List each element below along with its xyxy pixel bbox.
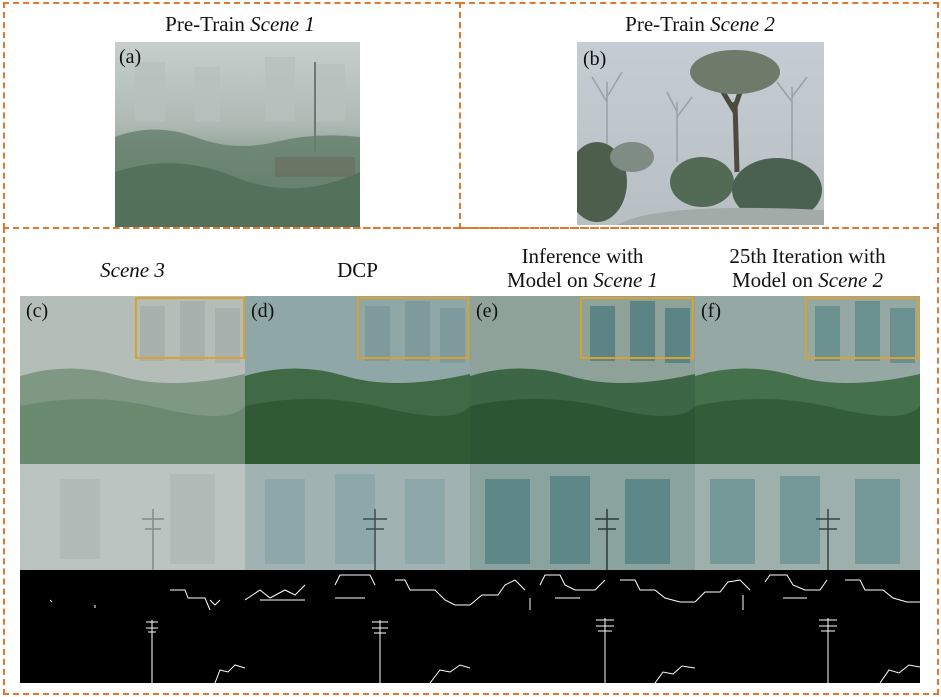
crop-scene3-iteration [695,464,920,570]
title-scene2: Pre-Train Scene 2 [625,12,775,36]
edges-scene3-dcp [245,570,470,683]
tag-e: (e) [476,300,499,322]
crop-scene3-dcp [245,464,470,570]
edges-scene3-iteration [695,570,920,683]
roi-box-d [357,297,469,359]
tag-a: (a) [119,46,142,68]
tag-c: (c) [26,300,49,322]
frame-results [3,227,939,695]
tag-f: (f) [701,300,721,322]
image-scene1: (a) [115,42,360,227]
image-scene2: (b) [577,42,824,225]
image-scene3-iteration: (f) [695,296,920,464]
edges-scene3-inference [470,570,695,683]
image-scene3-hazy: (c) [20,296,245,464]
roi-box-f [805,297,919,359]
column-title-scene3: Scene 3 [100,258,165,282]
crop-scene3-inference [470,464,695,570]
roi-box-e [580,297,694,359]
roi-box-c [135,297,245,359]
column-title-iteration: 25th Iteration with Model on Scene 2 [729,244,886,292]
crop-scene3-hazy [20,464,245,570]
tag-d: (d) [251,300,275,322]
column-title-inference: Inference with Model on Scene 1 [506,244,659,292]
edges-scene3-hazy [20,570,245,683]
image-scene3-inference: (e) [470,296,695,464]
tag-b: (b) [583,48,607,70]
title-scene1: Pre-Train Scene 1 [165,12,315,36]
column-title-dcp: DCP [337,258,378,282]
image-scene3-dcp: (d) [245,296,470,464]
